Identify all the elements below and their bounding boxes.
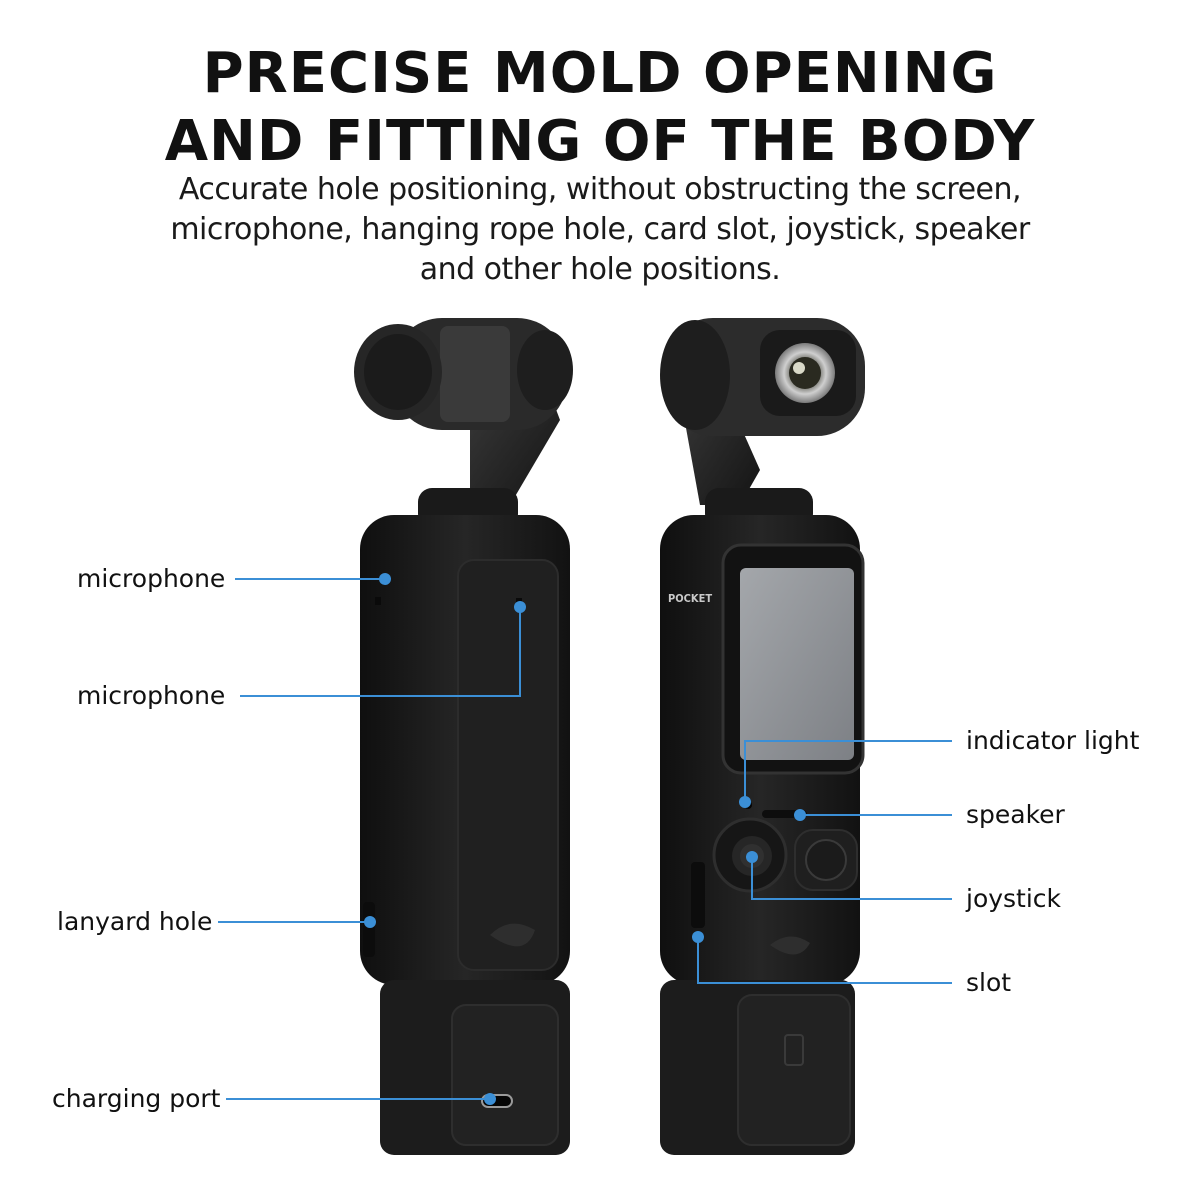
label-microphone-2: microphone xyxy=(77,681,226,710)
pocket-badge: POCKET xyxy=(668,592,712,605)
subtitle-line-1: Accurate hole positioning, without obstr… xyxy=(178,172,1022,207)
screen xyxy=(740,568,854,760)
label-indicator-light: indicator light xyxy=(966,726,1140,755)
dot-microphone-1 xyxy=(379,573,391,585)
label-lanyard-hole: lanyard hole xyxy=(57,907,213,936)
left-logo-emboss xyxy=(490,923,535,947)
label-slot: slot xyxy=(966,968,1012,997)
dot-charging-port xyxy=(484,1093,496,1105)
device-front-view: POCKET xyxy=(660,318,865,1155)
subtitle-line-3: and other hole positions. xyxy=(419,252,781,287)
dot-joystick xyxy=(746,851,758,863)
left-lanyard-slot xyxy=(363,902,375,957)
headline-line-1: PRECISE MOLD OPENING xyxy=(202,41,998,106)
callout-line-slot xyxy=(697,937,952,984)
left-back-panel xyxy=(457,559,559,971)
card-slot xyxy=(691,862,705,928)
label-charging-port: charging port xyxy=(52,1084,221,1113)
callout-dots xyxy=(364,573,806,1105)
dot-indicator-light xyxy=(739,796,751,808)
dot-microphone-2 xyxy=(514,601,526,613)
callout-line-joystick xyxy=(751,857,952,900)
label-joystick: joystick xyxy=(966,884,1062,913)
dot-slot xyxy=(692,931,704,943)
record-button xyxy=(805,839,847,881)
subtitle-line-2: microphone, hanging rope hole, card slot… xyxy=(170,212,1030,247)
dot-lanyard-hole xyxy=(364,916,376,928)
label-speaker: speaker xyxy=(966,800,1065,829)
callout-line-indicator-light xyxy=(744,740,952,802)
label-microphone-1: microphone xyxy=(77,564,226,593)
callout-lines xyxy=(218,578,952,1100)
callout-line-microphone-2 xyxy=(240,607,521,697)
headline-line-2: AND FITTING OF THE BODY xyxy=(164,109,1036,174)
device-back-view xyxy=(354,318,573,1155)
dot-speaker xyxy=(794,809,806,821)
